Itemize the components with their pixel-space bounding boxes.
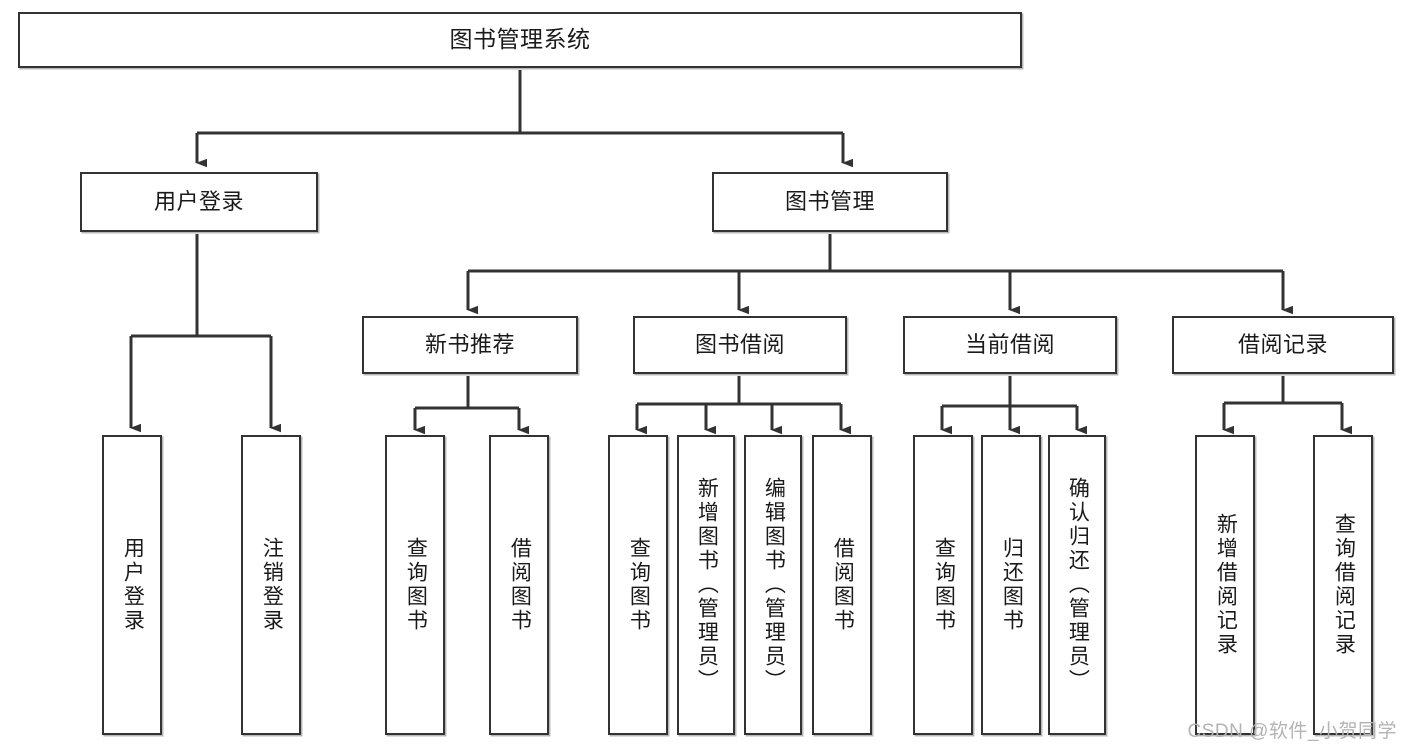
leaf-borrow-edit-book-admin[interactable]: 编辑图书（管理员） [744, 435, 802, 735]
leaf-record-query-record[interactable]: 查询借阅记录 [1313, 435, 1373, 735]
node-book-borrow[interactable]: 图书借阅 [633, 316, 847, 374]
node-label: 新书推荐 [424, 332, 515, 358]
node-label: 用户登录 [153, 189, 244, 215]
node-label: 查询借阅记录 [1332, 513, 1356, 657]
leaf-borrow-add-book-admin[interactable]: 新增图书（管理员） [677, 435, 735, 735]
leaf-borrow-borrow-book[interactable]: 借阅图书 [812, 435, 872, 735]
leaf-recommend-borrow-book[interactable]: 借阅图书 [489, 435, 549, 735]
node-label: 借阅图书 [508, 537, 532, 633]
leaf-record-add-record[interactable]: 新增借阅记录 [1195, 435, 1255, 735]
node-label: 图书管理 [784, 189, 875, 215]
node-user-login[interactable]: 用户登录 [80, 172, 318, 232]
node-new-book-recommend[interactable]: 新书推荐 [362, 316, 578, 374]
node-label: 归还图书 [1000, 537, 1024, 633]
node-label: 注销登录 [260, 537, 284, 633]
leaf-user-login-logout[interactable]: 注销登录 [241, 435, 301, 735]
node-current-borrow[interactable]: 当前借阅 [903, 316, 1117, 374]
node-book-management[interactable]: 图书管理 [712, 172, 948, 232]
node-label: 当前借阅 [964, 332, 1055, 358]
node-label: 查询图书 [932, 537, 956, 633]
node-label: 编辑图书（管理员） [762, 477, 786, 693]
leaf-current-query-book[interactable]: 查询图书 [913, 435, 973, 735]
node-label: 新增图书（管理员） [695, 477, 719, 693]
node-label: 图书管理系统 [449, 26, 591, 53]
leaf-current-confirm-return-admin[interactable]: 确认归还（管理员） [1048, 435, 1106, 735]
watermark-text: CSDN @软件_小贺同学 [1187, 721, 1397, 742]
node-borrow-record[interactable]: 借阅记录 [1172, 316, 1394, 374]
leaf-borrow-query-book[interactable]: 查询图书 [608, 435, 668, 735]
node-label: 借阅记录 [1237, 332, 1328, 358]
node-label: 查询图书 [627, 537, 651, 633]
node-label: 借阅图书 [831, 537, 855, 633]
node-label: 新增借阅记录 [1214, 513, 1238, 657]
node-label: 图书借阅 [694, 332, 785, 358]
node-root-system[interactable]: 图书管理系统 [18, 12, 1022, 68]
node-label: 确认归还（管理员） [1066, 477, 1090, 693]
leaf-user-login-login[interactable]: 用户登录 [102, 435, 162, 735]
leaf-recommend-query-book[interactable]: 查询图书 [385, 435, 445, 735]
node-label: 用户登录 [121, 537, 145, 633]
node-label: 查询图书 [404, 537, 428, 633]
leaf-current-return-book[interactable]: 归还图书 [981, 435, 1041, 735]
